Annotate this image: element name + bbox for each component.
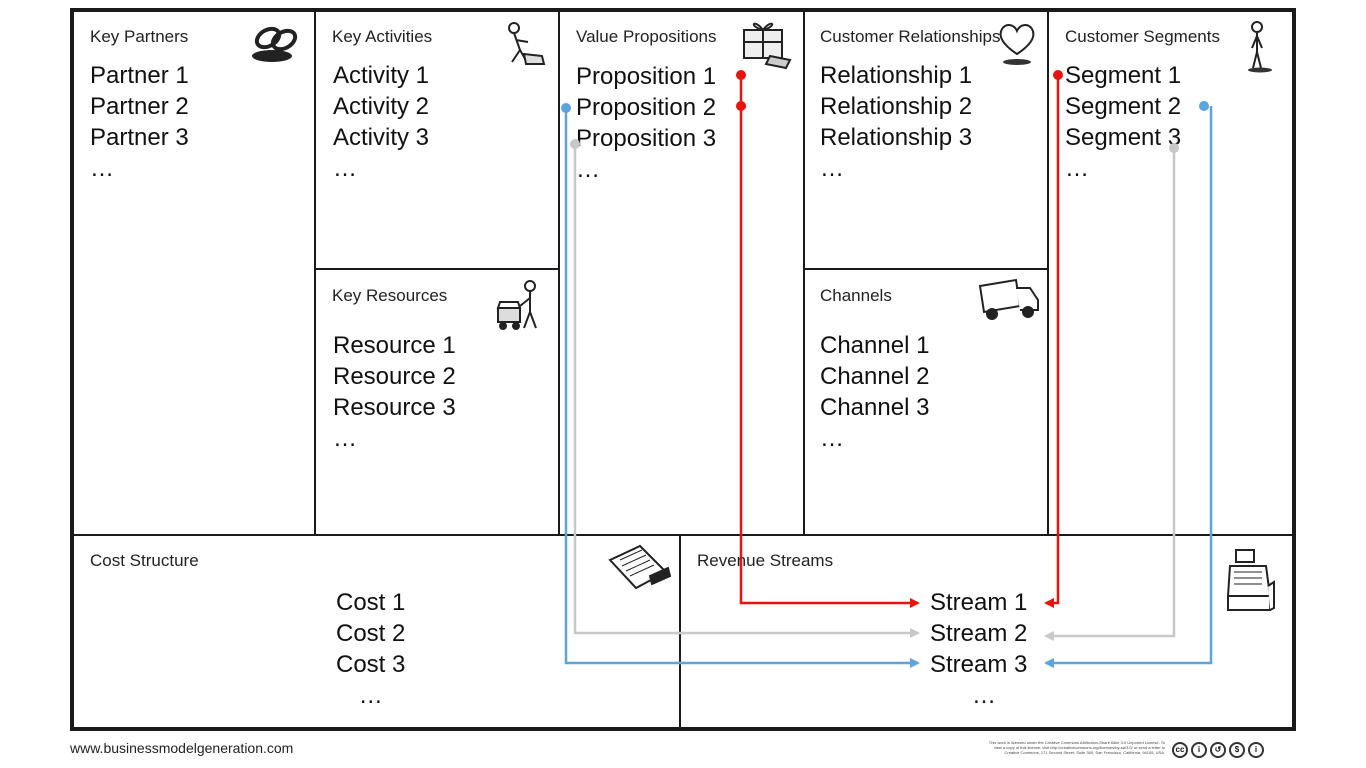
divider	[804, 268, 1048, 270]
cash-register-icon	[1226, 549, 1275, 611]
list-item: Relationship 2	[820, 93, 973, 120]
list-item: …	[820, 425, 844, 452]
block-title: Cost Structure	[90, 551, 199, 570]
list-item: …	[820, 155, 844, 182]
blue-dot	[561, 103, 571, 113]
red-dot	[736, 70, 746, 80]
info-icon: i	[1248, 742, 1264, 758]
sa-icon: ↺	[1210, 742, 1226, 758]
list-item: Channel 2	[820, 363, 930, 390]
divider	[679, 535, 681, 728]
forklift-worker-icon	[496, 280, 537, 330]
list-item: …	[576, 156, 600, 183]
list-item: Partner 2	[90, 93, 189, 120]
block-title: Customer Relationships	[820, 27, 1001, 46]
list-item: …	[1065, 155, 1089, 182]
list-item: …	[90, 155, 114, 182]
block-title: Customer Segments	[1065, 27, 1220, 46]
channels-list: Channel 1 Channel 2 Channel 3 …	[820, 330, 929, 454]
block-title: Key Resources	[332, 286, 448, 305]
key-resources-list: Resource 1 Resource 2 Resource 3 …	[333, 330, 456, 454]
list-item: Resource 1	[333, 332, 456, 359]
divider	[315, 268, 559, 270]
canvas-frame	[70, 8, 1296, 731]
key-partners-list: Partner 1 Partner 2 Partner 3 …	[90, 60, 189, 184]
gray-dot	[570, 139, 580, 149]
list-item: …	[972, 682, 996, 709]
list-item: Stream 1	[930, 589, 1028, 616]
list-item: Cost 3	[336, 651, 406, 678]
cc-icon: cc	[1172, 742, 1188, 758]
divider	[803, 10, 805, 535]
block-title: Key Partners	[90, 27, 189, 46]
worker-icon	[508, 22, 546, 65]
list-item: Proposition 3	[576, 125, 717, 152]
customer-relationships-list: Relationship 1 Relationship 2 Relationsh…	[820, 60, 972, 184]
receipt-icon	[608, 544, 672, 590]
nc-icon: $	[1229, 742, 1245, 758]
value-propositions-list: Proposition 1 Proposition 2 Proposition …	[576, 61, 716, 185]
footer-url[interactable]: www.businessmodelgeneration.com	[70, 740, 294, 756]
list-item: Proposition 1	[576, 63, 717, 90]
list-item: Cost 2	[336, 620, 406, 647]
by-icon: i	[1191, 742, 1207, 758]
list-item: Resource 3	[333, 394, 456, 421]
list-item: Channel 1	[820, 332, 930, 359]
list-item: Segment 1	[1065, 62, 1182, 89]
block-title: Key Activities	[332, 27, 433, 46]
list-item: Activity 2	[333, 93, 430, 120]
gray-dot	[1169, 143, 1179, 153]
list-item: Stream 3	[930, 651, 1028, 678]
divider	[314, 10, 316, 535]
list-item: Stream 2	[930, 620, 1028, 647]
license-text: This work is licensed under the Creative…	[988, 740, 1165, 755]
truck-icon	[978, 278, 1039, 320]
list-item: …	[358, 682, 383, 709]
gift-icon	[743, 22, 792, 70]
list-item: Activity 3	[333, 124, 430, 151]
list-item: Segment 2	[1065, 93, 1182, 120]
key-activities-list: Activity 1 Activity 2 Activity 3 …	[333, 60, 429, 184]
heart-icon	[999, 24, 1035, 65]
red-connection	[739, 75, 1060, 608]
list-item: Resource 2	[333, 363, 456, 390]
divider	[72, 534, 1294, 536]
list-item: …	[333, 425, 357, 452]
list-item: Partner 1	[90, 62, 189, 89]
list-item: Relationship 1	[820, 62, 973, 89]
list-item: Proposition 2	[576, 94, 717, 121]
list-item: Activity 1	[333, 62, 430, 89]
list-item: Channel 3	[820, 394, 930, 421]
divider	[1047, 10, 1049, 535]
chain-link-icon	[252, 26, 298, 62]
list-item: Relationship 3	[820, 124, 973, 151]
divider	[558, 10, 560, 535]
red-dot	[736, 101, 746, 111]
blue-connection	[564, 106, 1213, 668]
block-title: Channels	[820, 286, 892, 305]
person-icon	[1248, 21, 1272, 73]
list-item: …	[333, 155, 357, 182]
customer-segments-list: Segment 1 Segment 2 Segment 3 …	[1065, 60, 1181, 184]
cost-structure-list: Cost 1 Cost 2 Cost 3 …	[336, 587, 405, 711]
gray-connection	[573, 144, 1176, 641]
block-title: Value Propositions	[576, 27, 717, 46]
blue-dot	[1199, 101, 1209, 111]
revenue-streams-list: Stream 1 Stream 2 Stream 3 …	[930, 587, 1027, 711]
list-item: Segment 3	[1065, 124, 1182, 151]
red-dot	[1053, 70, 1063, 80]
list-item: Partner 3	[90, 124, 189, 151]
block-title: Revenue Streams	[697, 551, 834, 570]
list-item: Cost 1	[336, 589, 406, 616]
